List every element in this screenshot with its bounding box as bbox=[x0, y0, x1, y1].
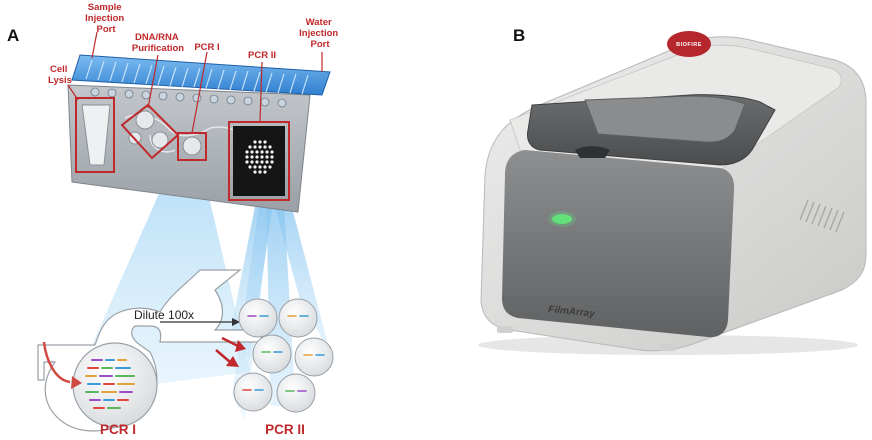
pcr2-well-1 bbox=[238, 298, 278, 338]
pcr2-amplicons bbox=[242, 315, 325, 392]
pcr2-arrowhead-1 bbox=[235, 340, 246, 352]
label-sample-injection-port: Sample Injection Port bbox=[85, 2, 127, 35]
pcr1-input-arrow bbox=[42, 341, 71, 384]
pcr1-amplicons bbox=[85, 359, 135, 409]
pcr2-array bbox=[233, 126, 285, 196]
pcr2-box bbox=[228, 121, 290, 201]
panel-b: B FilmArray BIOFIRE bbox=[478, 26, 867, 355]
biofire-logo bbox=[667, 31, 711, 57]
pcr2-well-6 bbox=[276, 373, 316, 413]
pcr1-input-arrowhead bbox=[71, 376, 82, 389]
rail-wells bbox=[85, 59, 309, 95]
pcr2-wells bbox=[245, 140, 274, 174]
pcr2-well-5 bbox=[233, 372, 273, 412]
label-pcr1-bottom: PCR I bbox=[100, 422, 136, 437]
instrument-front-panel bbox=[502, 150, 735, 338]
side-vent bbox=[799, 199, 845, 233]
callout-leaders bbox=[67, 31, 323, 134]
pcr1-chamber bbox=[182, 136, 202, 156]
pcr2-well-4 bbox=[294, 337, 334, 377]
label-pcr1-callout: PCR I bbox=[194, 42, 219, 53]
filmarray-pouch bbox=[67, 54, 331, 213]
device-brand: FilmArray bbox=[548, 304, 596, 320]
blister-row bbox=[90, 87, 287, 108]
pcr-magnified-view: Dilute 100x bbox=[37, 269, 334, 432]
injection-rail bbox=[71, 54, 331, 96]
panel-a-letter: A bbox=[7, 26, 19, 45]
foot-front-left bbox=[497, 326, 513, 333]
foot-front-right bbox=[660, 344, 676, 351]
panel-b-letter: B bbox=[513, 26, 525, 45]
label-pcr2-callout: PCR II bbox=[248, 50, 276, 61]
pcr2-wells-magnified bbox=[233, 298, 334, 413]
label-dna-rna-purification: DNA/RNA Purification bbox=[132, 32, 184, 54]
dilute-arrowhead bbox=[232, 318, 240, 326]
label-dilute: Dilute 100x bbox=[134, 308, 194, 322]
pouch-slot bbox=[584, 95, 746, 143]
status-led bbox=[552, 214, 572, 224]
pcr2-well-3 bbox=[252, 334, 292, 374]
label-cell-lysis: Cell Lysis bbox=[48, 64, 72, 86]
cell-lysis-box bbox=[75, 97, 115, 173]
panel-a: A bbox=[7, 2, 341, 437]
pcr1-sphere bbox=[72, 342, 158, 428]
lid-handle bbox=[575, 146, 610, 158]
pcr2-well-2 bbox=[278, 298, 318, 338]
beam-pcr2-d bbox=[232, 170, 276, 420]
pcr2-arrowhead-2 bbox=[226, 356, 239, 367]
filmarray-instrument: FilmArray BIOFIRE bbox=[478, 31, 867, 355]
pcr2-transfer-arrows bbox=[215, 336, 239, 363]
cell-lysis-chamber bbox=[81, 104, 111, 166]
status-led-glow bbox=[548, 211, 576, 227]
label-pcr2-bottom: PCR II bbox=[265, 422, 305, 437]
biofire-logo-text: BIOFIRE bbox=[676, 42, 702, 48]
label-water-injection-port: Water Injection Port bbox=[299, 17, 341, 50]
